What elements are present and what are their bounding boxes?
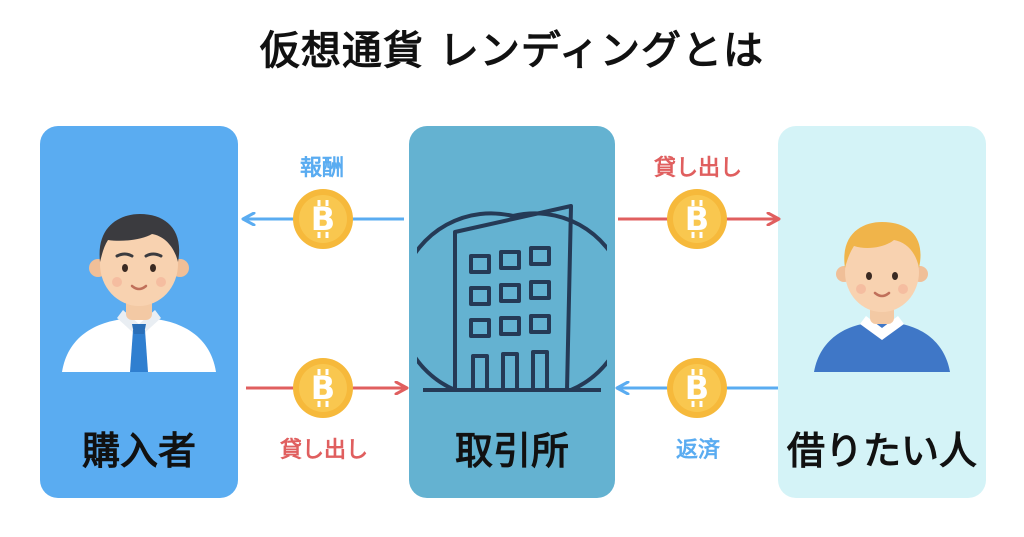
exchange-card: 取引所 <box>409 126 615 498</box>
svg-text:B: B <box>311 369 335 407</box>
bitcoin-coin-icon: B <box>293 358 353 418</box>
borrower-label: 借りたい人 <box>786 429 977 473</box>
svg-text:B: B <box>685 200 709 238</box>
svg-text:B: B <box>311 200 335 238</box>
reward-label: 報酬 <box>299 156 344 181</box>
borrower-card: 借りたい人 <box>778 126 986 498</box>
exchange-label: 取引所 <box>454 429 569 473</box>
businessman-avatar-icon <box>62 214 216 372</box>
buyer-card: 購入者 <box>40 126 238 498</box>
page-title: 仮想通貨 レンディングとは <box>259 28 765 74</box>
lend-bottom-label: 貸し出し <box>279 438 368 463</box>
building-icon <box>417 204 607 392</box>
bitcoin-coin-icon: B <box>667 189 727 249</box>
repay-label: 返済 <box>675 438 720 463</box>
bitcoin-coin-icon: B <box>667 358 727 418</box>
svg-text:B: B <box>685 369 709 407</box>
blond-person-avatar-icon <box>814 222 950 372</box>
lend-top-label: 貸し出し <box>653 156 742 181</box>
bitcoin-coin-icon: B <box>293 189 353 249</box>
buyer-label: 購入者 <box>81 429 196 473</box>
